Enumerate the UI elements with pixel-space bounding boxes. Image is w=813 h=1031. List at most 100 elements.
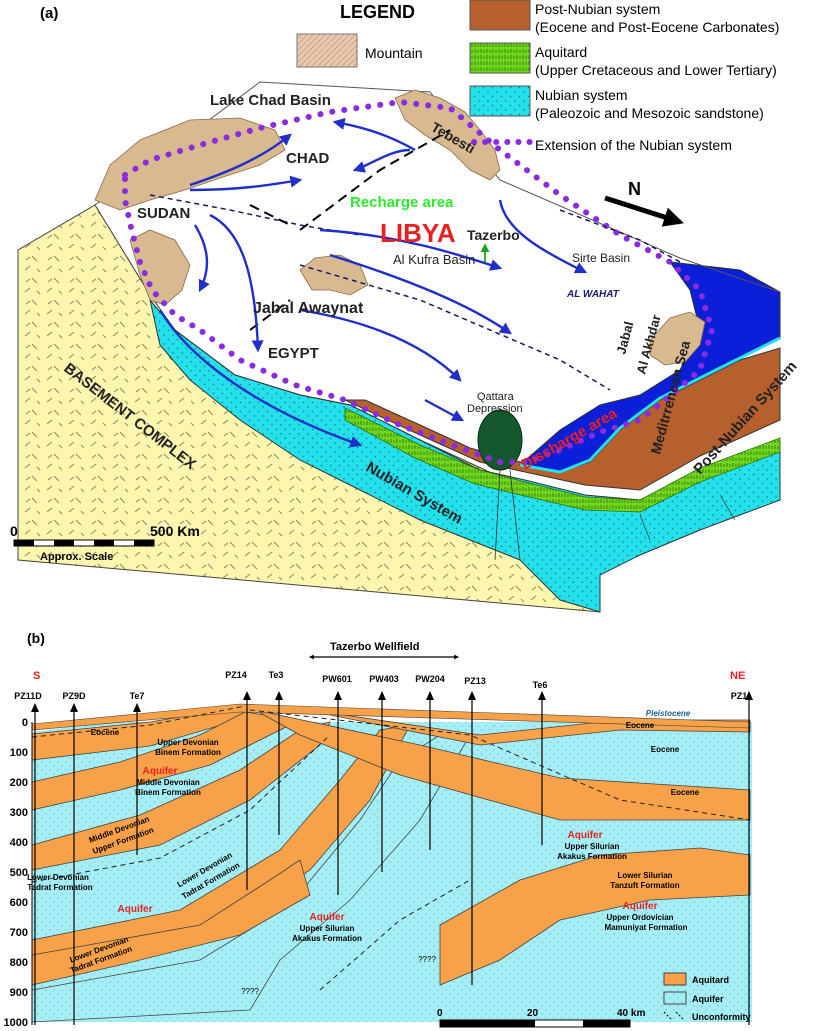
legend-title: LEGEND bbox=[340, 2, 415, 22]
wellfield-label: Tazerbo Wellfield bbox=[330, 641, 419, 653]
scale-b-end: 40 km bbox=[617, 1008, 645, 1019]
layer-label: Aquifer bbox=[118, 904, 153, 915]
scale-b-mid: 20 bbox=[527, 1008, 539, 1019]
layer-label: ???? bbox=[241, 987, 259, 996]
panel-a: (a) LEGEND Mountain Post-Nubian system (… bbox=[10, 0, 801, 613]
legend-b-aquitard-label: Aquitard bbox=[692, 975, 729, 985]
label-depression: Depression bbox=[467, 403, 523, 415]
nubian-system-body bbox=[149, 299, 781, 613]
layer-label: Upper Silurian bbox=[565, 842, 620, 851]
layer-label: Pleistocene bbox=[646, 709, 691, 718]
layer-label: Eocene bbox=[651, 745, 680, 754]
layer-label: Upper Ordovician bbox=[606, 913, 673, 922]
depth-tick: 200 bbox=[10, 777, 28, 789]
depth-tick: 100 bbox=[10, 747, 28, 759]
well-label: PW601 bbox=[322, 674, 352, 684]
label-qattara: Qattara bbox=[477, 391, 515, 403]
well-heads bbox=[31, 691, 753, 712]
legend-post-nubian-desc: (Eocene and Post-Eocene Carbonates) bbox=[535, 19, 779, 35]
depth-tick: 500 bbox=[10, 867, 28, 879]
layer-label: Upper Silurian bbox=[300, 924, 355, 933]
layer-label: Eocene bbox=[91, 728, 120, 737]
direction-ne: NE bbox=[730, 670, 745, 682]
mountain-chad bbox=[94, 117, 286, 211]
legend-nubian-swatch bbox=[469, 85, 531, 117]
label-north: N bbox=[628, 179, 641, 199]
layer-label: Aquifer bbox=[568, 830, 603, 841]
legend-nubian-label: Nubian system bbox=[535, 87, 628, 103]
layer-label: Aquifer bbox=[623, 901, 658, 912]
flow-arrows bbox=[158, 117, 588, 448]
label-sirte-basin: Sirte Basin bbox=[572, 251, 630, 265]
mountain-sudan bbox=[129, 229, 191, 306]
layer-label: Akakus Formation bbox=[557, 852, 627, 861]
layer-label: Middle Devonian bbox=[136, 778, 200, 787]
legend-nubian-desc: (Paleozoic and Mesozoic sandstone) bbox=[535, 105, 764, 121]
legend-mountain-swatch bbox=[296, 33, 358, 68]
well-label: PW403 bbox=[369, 674, 399, 684]
layer-label: Mamuniyat Formation bbox=[604, 923, 687, 932]
scale-a-caption: Approx. Scale bbox=[40, 551, 113, 563]
depth-tick: 400 bbox=[10, 837, 28, 849]
well-label: Te3 bbox=[269, 670, 284, 680]
mountain-tebesti bbox=[394, 89, 501, 181]
panel-b-label: (b) bbox=[27, 630, 45, 646]
layer-label: Aquifer bbox=[143, 766, 178, 777]
label-chad: CHAD bbox=[286, 150, 329, 167]
layer-label: Binem Formation bbox=[155, 748, 221, 757]
scale-bar-b bbox=[439, 1019, 631, 1028]
layer-label: ???? bbox=[418, 955, 436, 964]
well-label: PZ14 bbox=[225, 670, 247, 680]
wells bbox=[34, 700, 750, 1025]
depth-tick: 1000 bbox=[4, 1017, 28, 1029]
label-libya: LIBYA bbox=[380, 218, 456, 248]
mountain-jabal-awaynat bbox=[299, 254, 369, 296]
label-jabal: Jabal bbox=[613, 320, 636, 356]
label-al-wahat: AL WAHAT bbox=[566, 289, 620, 300]
north-arrow-icon bbox=[604, 195, 684, 227]
depth-tick: 900 bbox=[10, 987, 28, 999]
well-labels: PZ11D PZ9D Te7 PZ14 Te3 PW601 PW403 PW20… bbox=[14, 670, 747, 701]
label-tazerbo: Tazerbo bbox=[467, 227, 520, 243]
depth-tick: 0 bbox=[22, 717, 28, 729]
scale-b-zero: 0 bbox=[437, 1008, 443, 1019]
legend-post-nubian-swatch bbox=[469, 0, 531, 31]
well-label: PZ13 bbox=[464, 676, 486, 686]
legend-extension-label: Extension of the Nubian system bbox=[535, 137, 732, 153]
legend-b-aquifer-label: Aquifer bbox=[692, 994, 724, 1004]
panel-a-label: (a) bbox=[40, 5, 58, 22]
layer-label: Upper Devonian bbox=[157, 738, 218, 747]
label-lake-chad-basin: Lake Chad Basin bbox=[210, 92, 331, 109]
well-label: Te7 bbox=[130, 691, 145, 701]
legend-b-unconformity-icon bbox=[663, 1011, 685, 1021]
label-sudan: SUDAN bbox=[137, 205, 190, 222]
layer-label: Akakus Formation bbox=[292, 934, 362, 943]
well-label: PW204 bbox=[415, 674, 445, 684]
legend-b-aquitard-swatch bbox=[663, 972, 687, 986]
layer-label: Tanzuft Formation bbox=[610, 881, 679, 890]
label-egypt: EGYPT bbox=[268, 345, 319, 362]
legend-mountain-label: Mountain bbox=[365, 45, 423, 61]
layer-label: Lower Devonian bbox=[27, 873, 89, 882]
well-label: Te6 bbox=[533, 680, 548, 690]
post-nubian-layer bbox=[344, 347, 781, 491]
well-label: PZ11D bbox=[14, 691, 42, 701]
scale-bar-a bbox=[13, 539, 155, 547]
legend-post-nubian-label: Post-Nubian system bbox=[535, 1, 660, 17]
scale-a-end: 500 Km bbox=[150, 523, 200, 539]
layer-label: Eocene bbox=[671, 788, 700, 797]
legend-aquitard-label: Aquitard bbox=[535, 44, 587, 60]
legend-aquitard-swatch bbox=[469, 42, 531, 74]
depth-tick: 600 bbox=[10, 897, 28, 909]
legend-b-unconformity-label: Unconformity bbox=[692, 1012, 751, 1022]
depth-tick: 700 bbox=[10, 927, 28, 939]
legend-aquitard-desc: (Upper Cretaceous and Lower Tertiary) bbox=[535, 62, 777, 78]
well-label: PZ1 bbox=[731, 691, 748, 701]
depth-tick-labels: 0 100 200 300 400 500 600 700 800 900 10… bbox=[4, 717, 28, 1029]
layer-label: Eocene bbox=[626, 721, 655, 730]
layer-label: Binem Formation bbox=[135, 788, 201, 797]
scale-a-zero: 0 bbox=[10, 523, 18, 539]
label-recharge-area: Recharge area bbox=[350, 194, 454, 211]
layer-label: Lower Silurian bbox=[617, 871, 672, 880]
